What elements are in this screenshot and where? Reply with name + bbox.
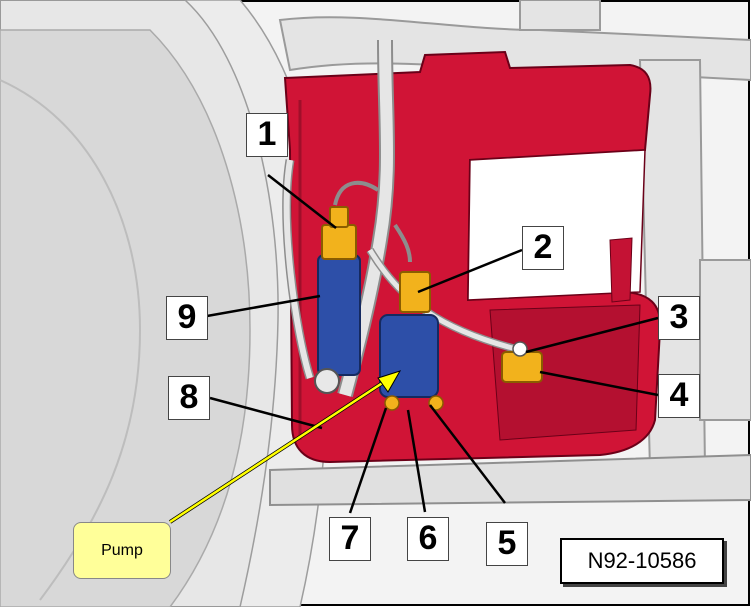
callout-9: 9 bbox=[166, 296, 208, 340]
front-washer-pump bbox=[314, 206, 361, 394]
leader-8 bbox=[209, 396, 323, 430]
callout-8: 8 bbox=[168, 376, 210, 420]
leader-6 bbox=[406, 409, 427, 513]
callout-7: 7 bbox=[329, 517, 371, 561]
figure-reference-code: N92-10586 bbox=[560, 538, 724, 584]
leader-2 bbox=[417, 248, 523, 294]
callout-6: 6 bbox=[407, 517, 449, 561]
callout-5: 5 bbox=[486, 522, 528, 566]
body-structure bbox=[278, 0, 751, 471]
washer-reservoir bbox=[283, 50, 662, 464]
leader-9 bbox=[206, 294, 321, 318]
underbody-rail bbox=[269, 453, 751, 507]
leader-lines bbox=[206, 174, 659, 514]
level-sender bbox=[501, 341, 543, 383]
callout-4: 4 bbox=[658, 374, 700, 418]
leader-4 bbox=[539, 370, 659, 397]
leader-3 bbox=[525, 316, 659, 354]
callout-3: 3 bbox=[658, 296, 700, 340]
leader-7 bbox=[348, 407, 388, 514]
callout-1: 1 bbox=[246, 113, 288, 157]
pump-annotation: Pump bbox=[73, 522, 171, 579]
leader-1 bbox=[267, 174, 337, 229]
callout-2: 2 bbox=[522, 226, 564, 270]
pump-arrow bbox=[168, 370, 402, 524]
leader-5 bbox=[429, 404, 506, 504]
